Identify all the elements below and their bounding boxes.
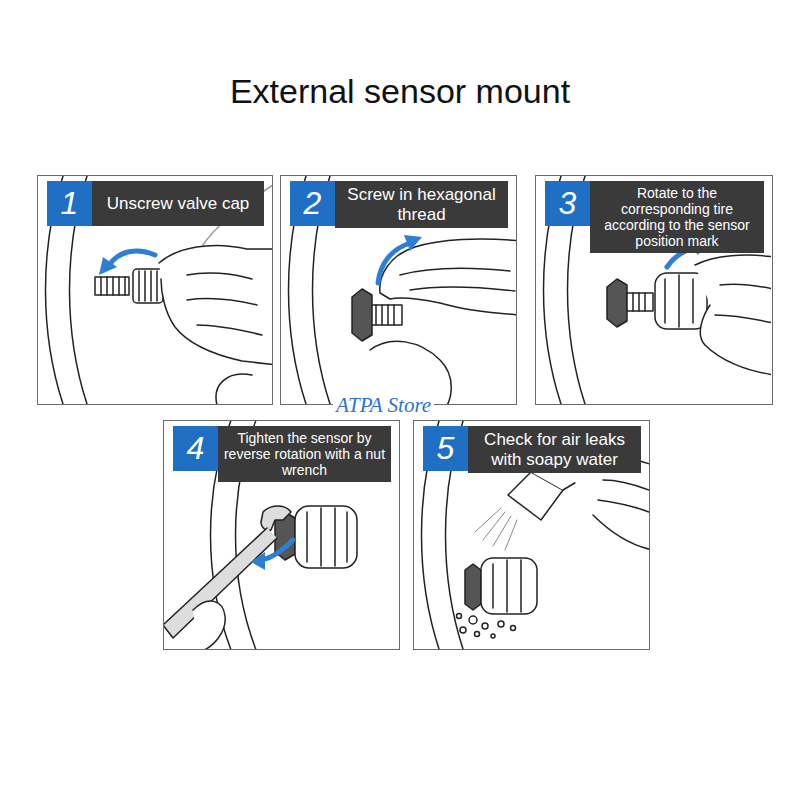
- diagram-title: External sensor mount: [0, 72, 800, 111]
- valve-cap-figure: [46, 175, 274, 405]
- step-label: Rotate to the corresponding tire accordi…: [590, 181, 764, 253]
- step-number: 5: [423, 426, 468, 471]
- step-number: 4: [173, 426, 218, 471]
- step-panel: 2Screw in hexagonal thread: [280, 175, 517, 405]
- step-header: 3Rotate to the corresponding tire accord…: [545, 181, 764, 253]
- step-label: Check for air leaks with soapy water: [468, 426, 641, 473]
- step-label: Unscrew valve cap: [92, 181, 264, 226]
- step-panel: 5Check for air leaks with soapy water: [413, 420, 650, 650]
- step-panel: 1Unscrew valve cap: [37, 175, 273, 405]
- hex-nut-figure: [289, 175, 517, 405]
- step-label: Tighten the sensor by reverse rotation w…: [218, 426, 391, 482]
- step-header: 5Check for air leaks with soapy water: [423, 426, 641, 473]
- step-label: Screw in hexagonal thread: [335, 181, 508, 228]
- spray-figure: [422, 420, 650, 650]
- step-header: 4Tighten the sensor by reverse rotation …: [173, 426, 391, 482]
- step-panel: 3Rotate to the corresponding tire accord…: [535, 175, 773, 405]
- step-header: 2Screw in hexagonal thread: [290, 181, 508, 228]
- step-number: 1: [47, 181, 92, 226]
- watermark: ATPA Store: [333, 393, 434, 418]
- step-number: 2: [290, 181, 335, 226]
- step-number: 3: [545, 181, 590, 226]
- step-panel: 4Tighten the sensor by reverse rotation …: [163, 420, 400, 650]
- step-header: 1Unscrew valve cap: [47, 181, 264, 226]
- sensor-turn-figure: [544, 175, 772, 405]
